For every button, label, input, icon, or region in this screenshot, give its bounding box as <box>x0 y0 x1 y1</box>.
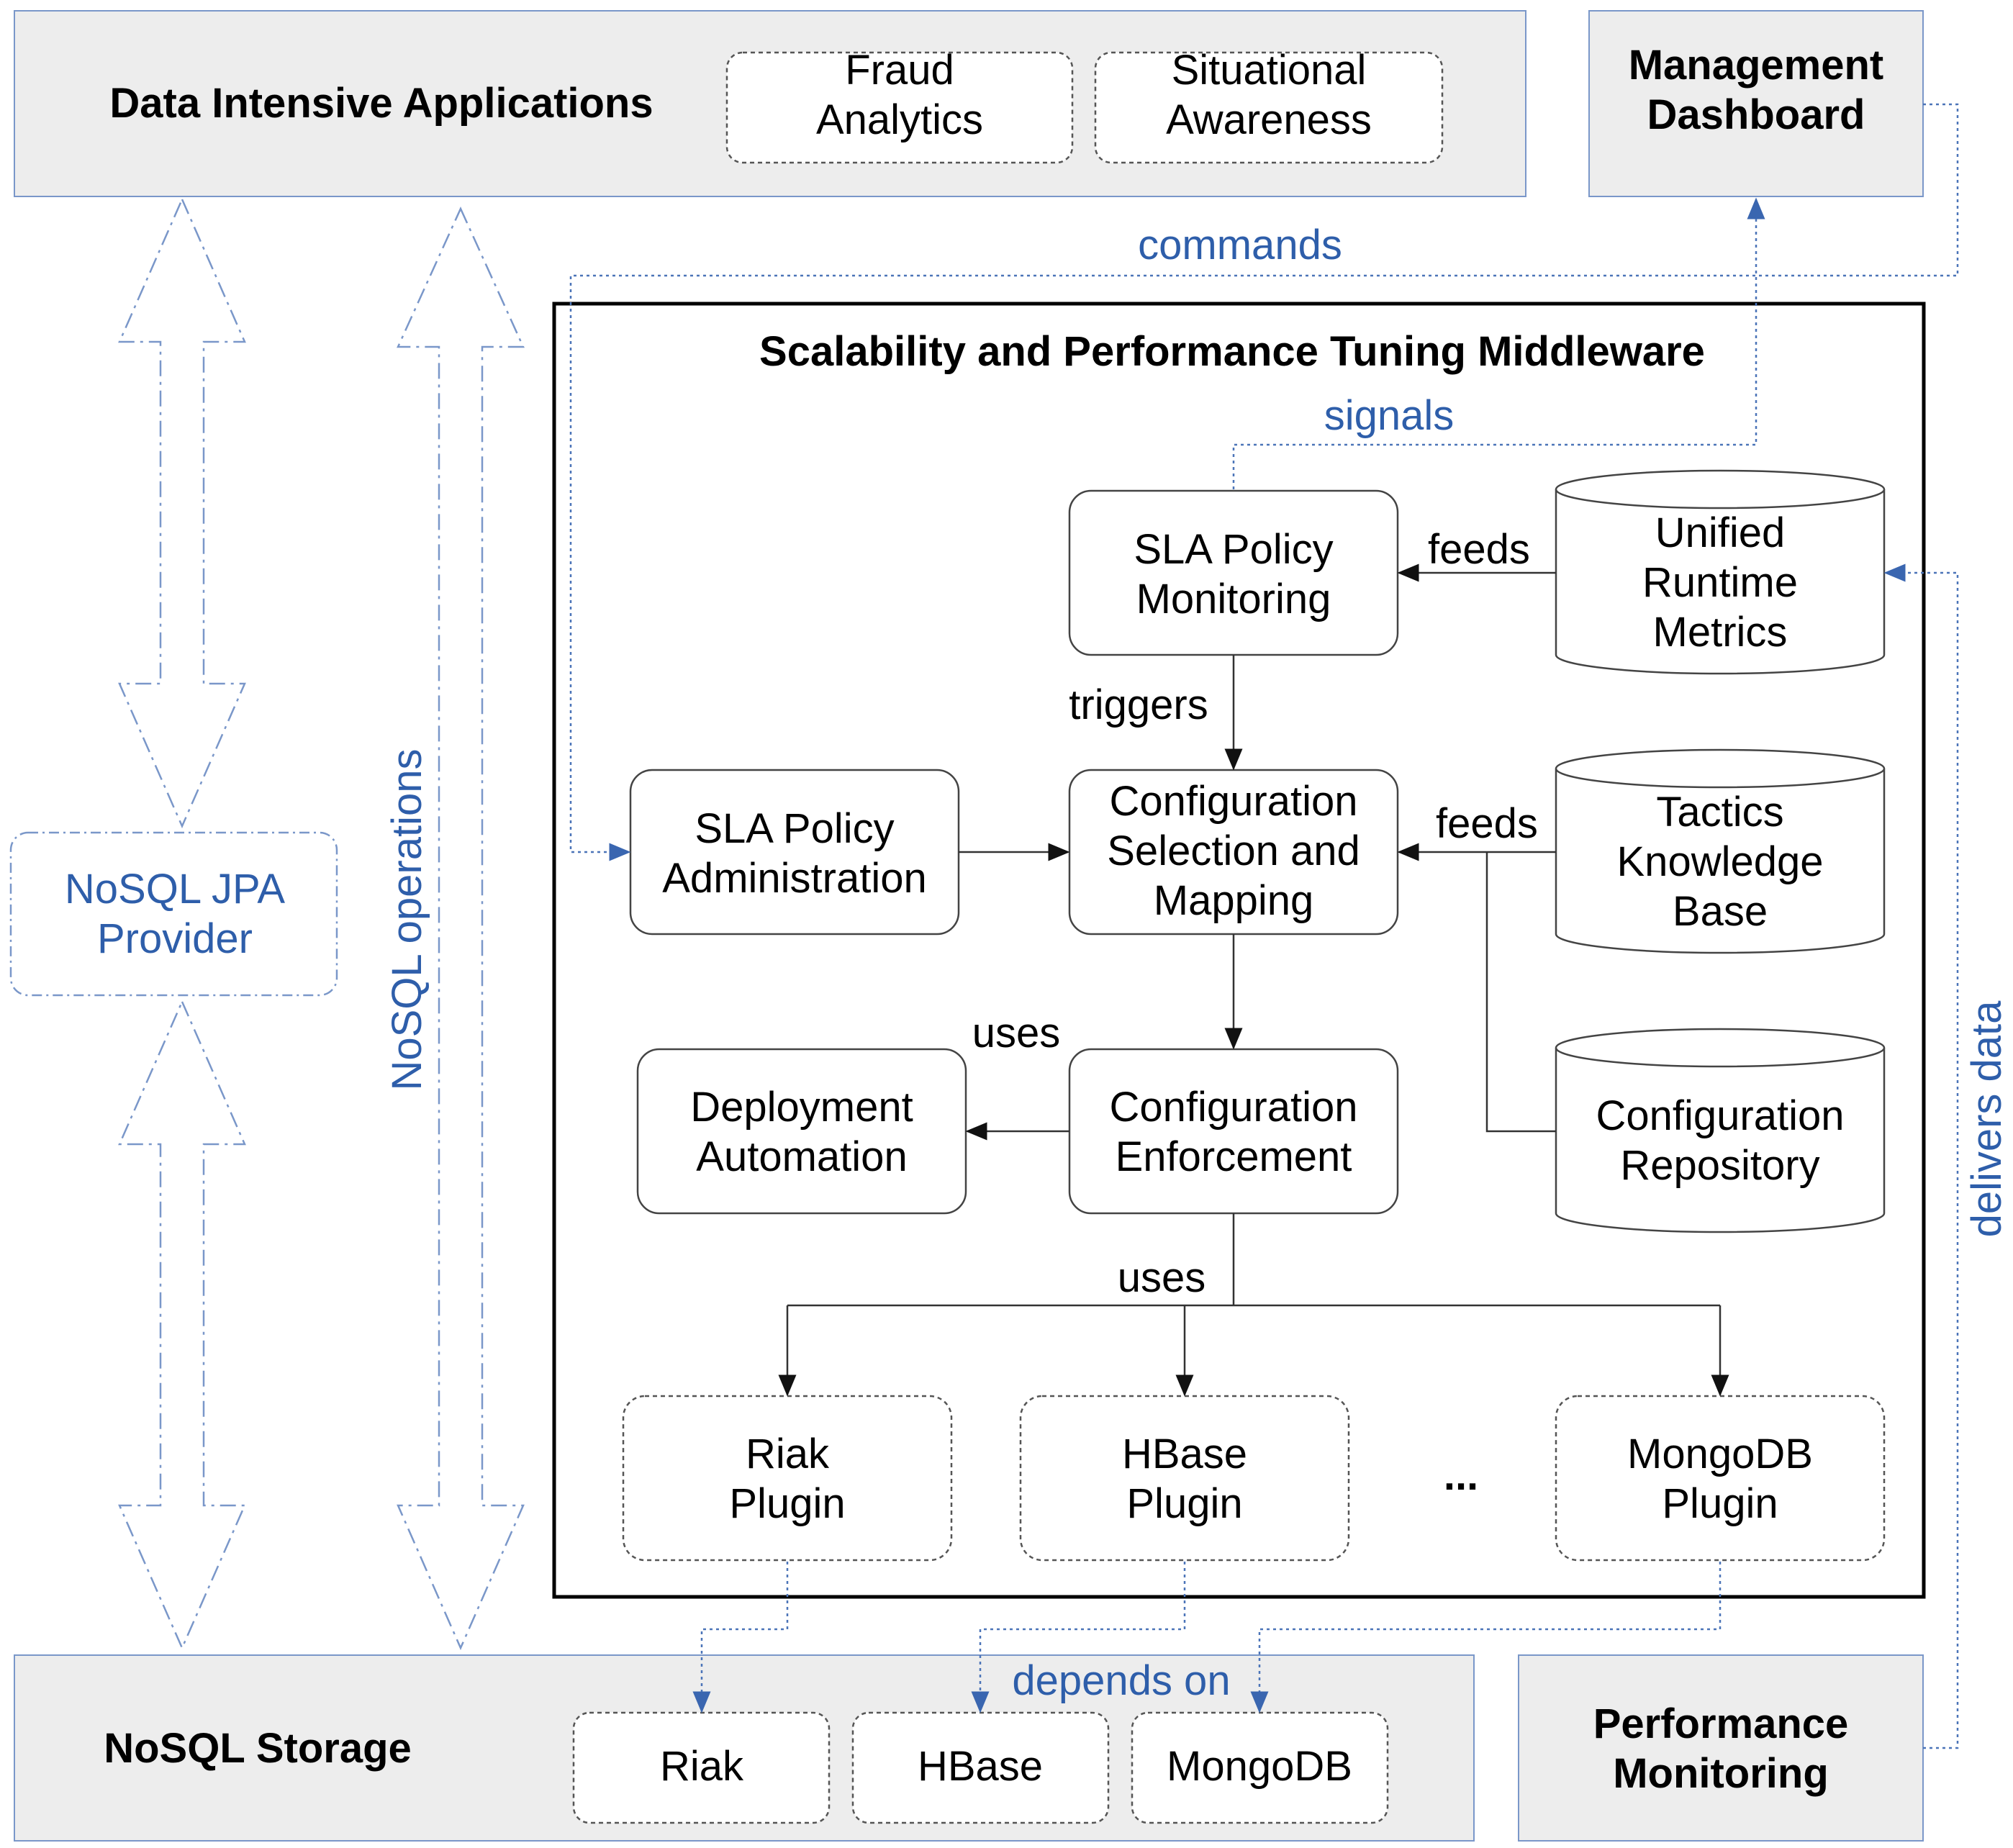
label-feeds-1: feeds <box>1428 526 1530 573</box>
plugins-ellipsis: ... <box>1444 1452 1478 1499</box>
storage-layer: NoSQL Storage Riak HBase MongoDB <box>14 1654 1475 1842</box>
edge-repository-feeds-selection <box>1485 852 1556 1133</box>
label-feeds-2: feeds <box>1436 800 1538 847</box>
app-jpa-double-arrow <box>118 196 246 829</box>
label-uses-1: uses <box>972 1010 1061 1056</box>
storage-item-mongodb: MongoDB <box>1167 1743 1352 1790</box>
label-signals: signals <box>1324 392 1455 439</box>
label-depends-on: depends on <box>1012 1657 1230 1704</box>
jpa-storage-double-arrow <box>118 999 246 1651</box>
nosql-operations-label: NoSQL operations <box>384 748 430 1090</box>
nosql-operations-double-arrow <box>397 206 525 1651</box>
applications-title: Data Intensive Applications <box>109 80 653 127</box>
storage-title: NoSQL Storage <box>104 1725 412 1772</box>
storage-item-riak: Riak <box>660 1743 744 1790</box>
middleware-title: Scalability and Performance Tuning Middl… <box>759 328 1705 375</box>
edge-commands <box>569 103 1959 861</box>
label-delivers-data: delivers data <box>1963 1000 2010 1238</box>
edge-mongodb-plugin-depends-on <box>1250 1562 1722 1713</box>
edge-signals <box>1232 197 1765 489</box>
edge-riak-plugin-depends-on <box>692 1562 789 1713</box>
label-uses-2: uses <box>1118 1254 1206 1301</box>
storage-item-hbase: HBase <box>918 1743 1043 1790</box>
edge-hbase-plugin-depends-on <box>971 1562 1186 1713</box>
middleware: Scalability and Performance Tuning Middl… <box>552 302 1926 1599</box>
label-commands: commands <box>1138 222 1342 268</box>
edge-delivers-data <box>1883 563 1959 1749</box>
label-triggers: triggers <box>1069 681 1208 728</box>
